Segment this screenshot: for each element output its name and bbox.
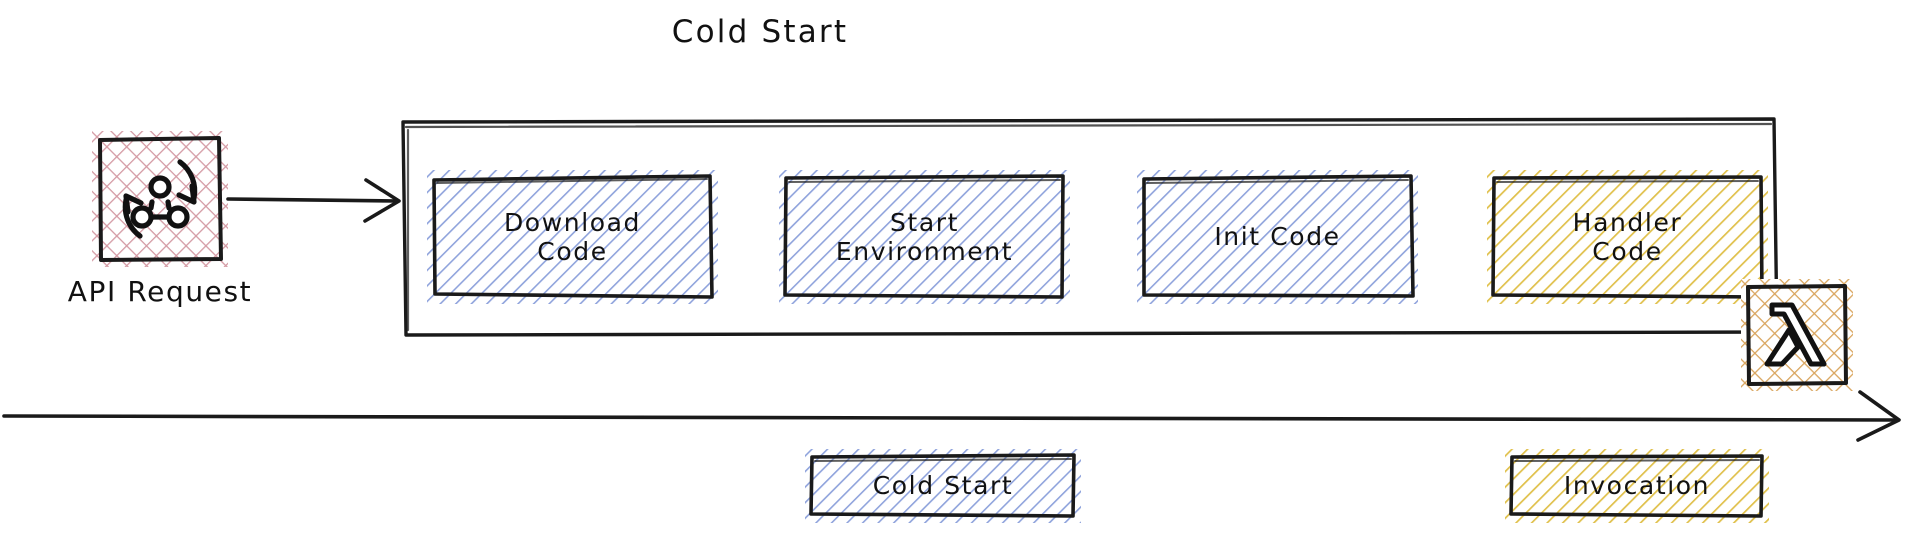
lambda-border — [1746, 284, 1848, 386]
legend-invocation-label: Invocation — [1563, 471, 1711, 501]
legend-item-invocation[interactable]: Invocation — [1505, 449, 1769, 523]
arrowhead — [363, 178, 401, 223]
api-request-fill — [92, 131, 228, 267]
stage-box-start-environment[interactable]: Start Environment — [779, 170, 1070, 304]
api-request-border — [98, 136, 223, 262]
stage-init-label: Init Code — [1214, 222, 1341, 252]
legend-cold-start-label: Cold Start — [872, 471, 1014, 501]
aws-lambda-icon — [1764, 302, 1827, 367]
aws-lambda-node[interactable] — [1741, 279, 1853, 391]
api-network-refresh-icon — [122, 159, 198, 239]
legend-cold-start-outline — [805, 449, 1081, 523]
stage-download-label: Download Code — [503, 207, 642, 267]
api-request-label: API Request — [67, 275, 253, 308]
api-request-node[interactable] — [92, 131, 228, 267]
timeline-arrowhead — [1856, 390, 1901, 442]
diagram-title: Cold Start — [671, 14, 849, 50]
stage-box-init-code[interactable]: Init Code — [1137, 170, 1418, 304]
stage-download-outline — [427, 170, 718, 304]
stage-handler-label: Handler Code — [1572, 207, 1683, 267]
legend-item-cold-start[interactable]: Cold Start — [805, 449, 1081, 523]
stage-box-download-code[interactable]: Download Code — [427, 170, 718, 304]
stage-handler-outline — [1487, 170, 1768, 304]
stage-start-outline — [779, 170, 1070, 304]
stage-init-outline — [1137, 170, 1418, 304]
stage-box-handler-code[interactable]: Handler Code — [1487, 170, 1768, 304]
legend-invocation-outline — [1505, 449, 1769, 523]
stage-start-label: Start Environment — [835, 207, 1014, 267]
